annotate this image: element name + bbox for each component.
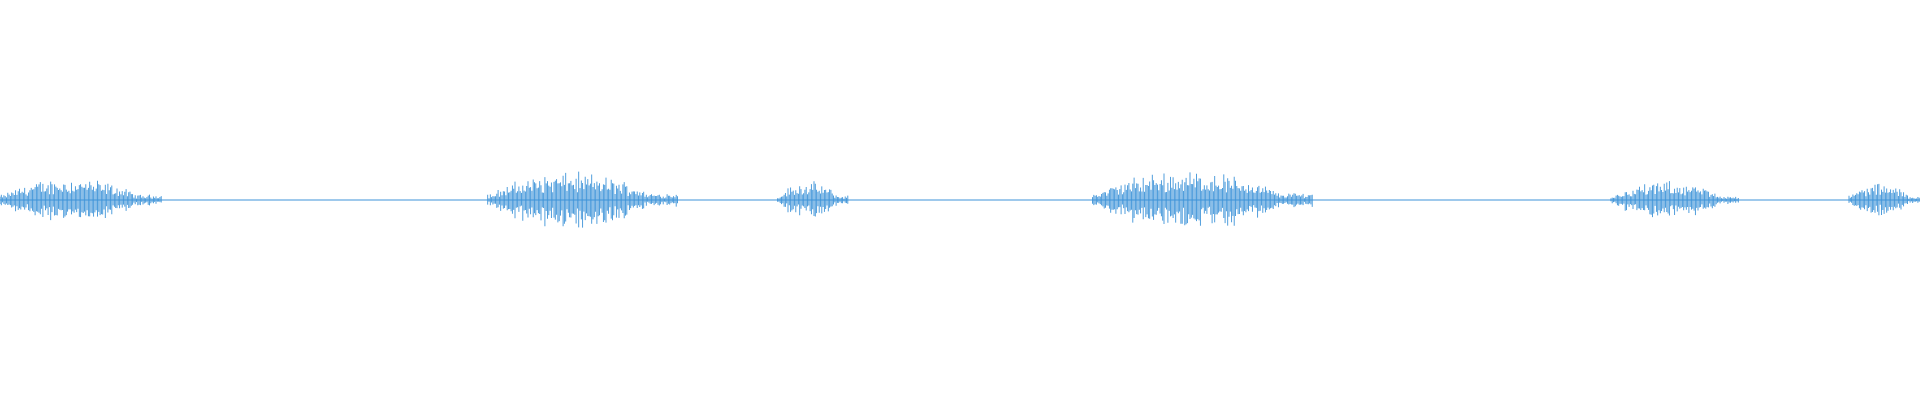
waveform-segment-6 — [1848, 183, 1920, 216]
waveform-segment-3 — [777, 181, 849, 217]
waveform-segment-5 — [1610, 181, 1739, 218]
waveform-segments — [0, 171, 1920, 228]
waveform-segment-4 — [1092, 172, 1313, 226]
waveform-segment-2 — [487, 171, 678, 228]
waveform-segment-1 — [0, 180, 162, 221]
